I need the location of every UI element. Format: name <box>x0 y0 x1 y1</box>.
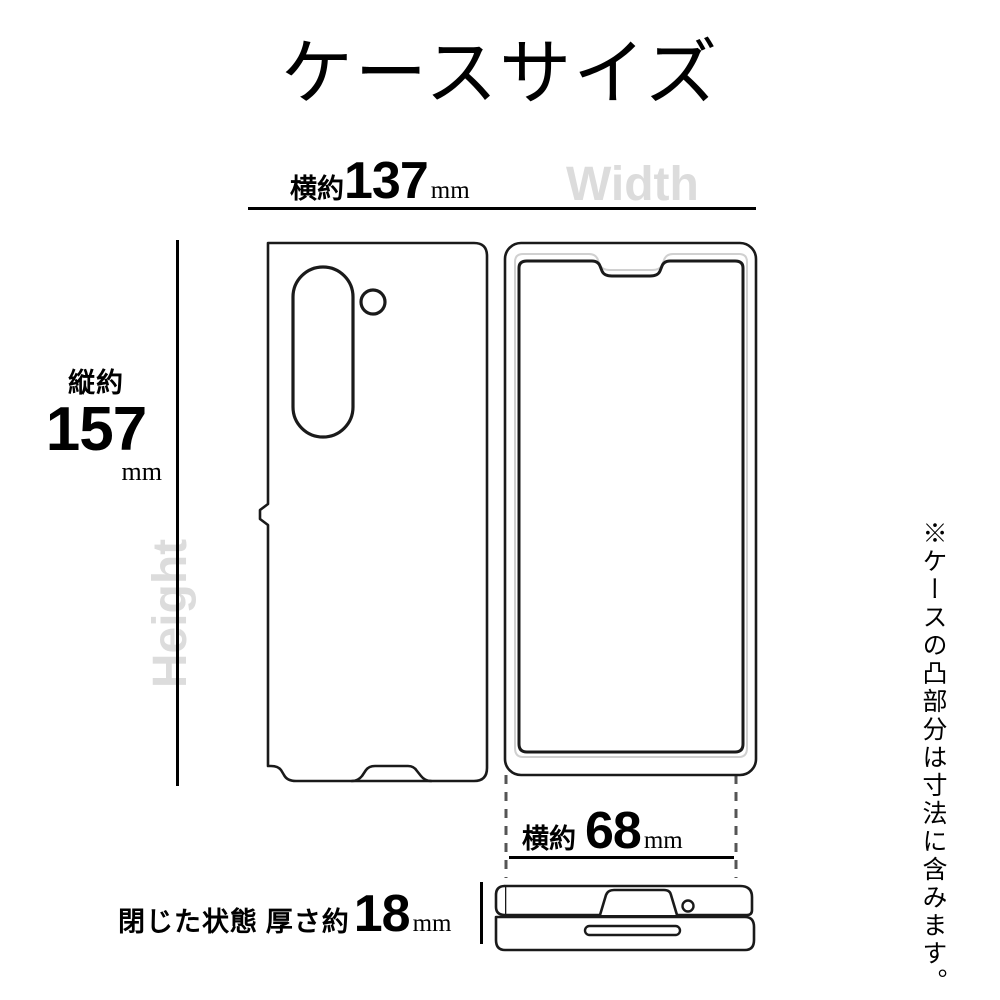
height-dimension-line <box>176 240 179 786</box>
width-prefix: 横約 <box>290 174 344 204</box>
height-dimension-label: 縦約 157 mm <box>22 370 170 485</box>
case-front-frame-outer <box>503 241 758 777</box>
height-value: 157 <box>45 395 147 464</box>
thickness-prefix: 閉じた状態 厚さ約 <box>118 907 350 937</box>
side-view-front-shell <box>494 915 756 952</box>
flash-sensor-cutout <box>359 288 387 316</box>
folded-width-dimension-line <box>509 856 734 859</box>
thickness-unit: mm <box>412 910 452 937</box>
width-ghost-label: Width <box>566 158 699 211</box>
footnote-text: ※ケースの凸部分は寸法に含みます。 <box>919 520 946 996</box>
screen-opening <box>517 259 745 754</box>
height-ghost-label: Height <box>144 538 198 689</box>
height-unit: mm <box>121 457 162 486</box>
side-view-back-shell-left-edge <box>494 884 506 917</box>
folded-width-prefix: 横約 <box>522 824 576 854</box>
side-view-hinge-slot <box>583 924 682 937</box>
width-dimension-label: 横約 137 mm <box>290 155 470 207</box>
case-front-frame-inner-shadow <box>514 253 748 758</box>
folded-width-value: 68 <box>585 802 642 860</box>
side-view-back-shell <box>503 884 754 917</box>
folded-width-dimension-label: 横約 68 mm <box>522 805 683 857</box>
case-bottom-notch <box>350 764 433 783</box>
width-unit: mm <box>430 177 470 204</box>
side-view-sensor-dot <box>681 899 695 913</box>
thickness-dimension-label: 閉じた状態 厚さ約 18 mm <box>118 888 452 940</box>
page-title: ケースサイズ <box>280 34 720 114</box>
camera-module-cutout <box>291 265 355 439</box>
thickness-value: 18 <box>353 885 411 943</box>
width-dimension-line <box>248 207 756 210</box>
side-view-camera-bump <box>598 888 679 916</box>
height-prefix: 縦約 <box>68 368 124 398</box>
width-value: 137 <box>344 152 429 210</box>
thickness-dimension-tick <box>480 882 483 944</box>
folded-width-unit: mm <box>643 827 683 854</box>
case-back-panel-outline <box>258 241 489 783</box>
